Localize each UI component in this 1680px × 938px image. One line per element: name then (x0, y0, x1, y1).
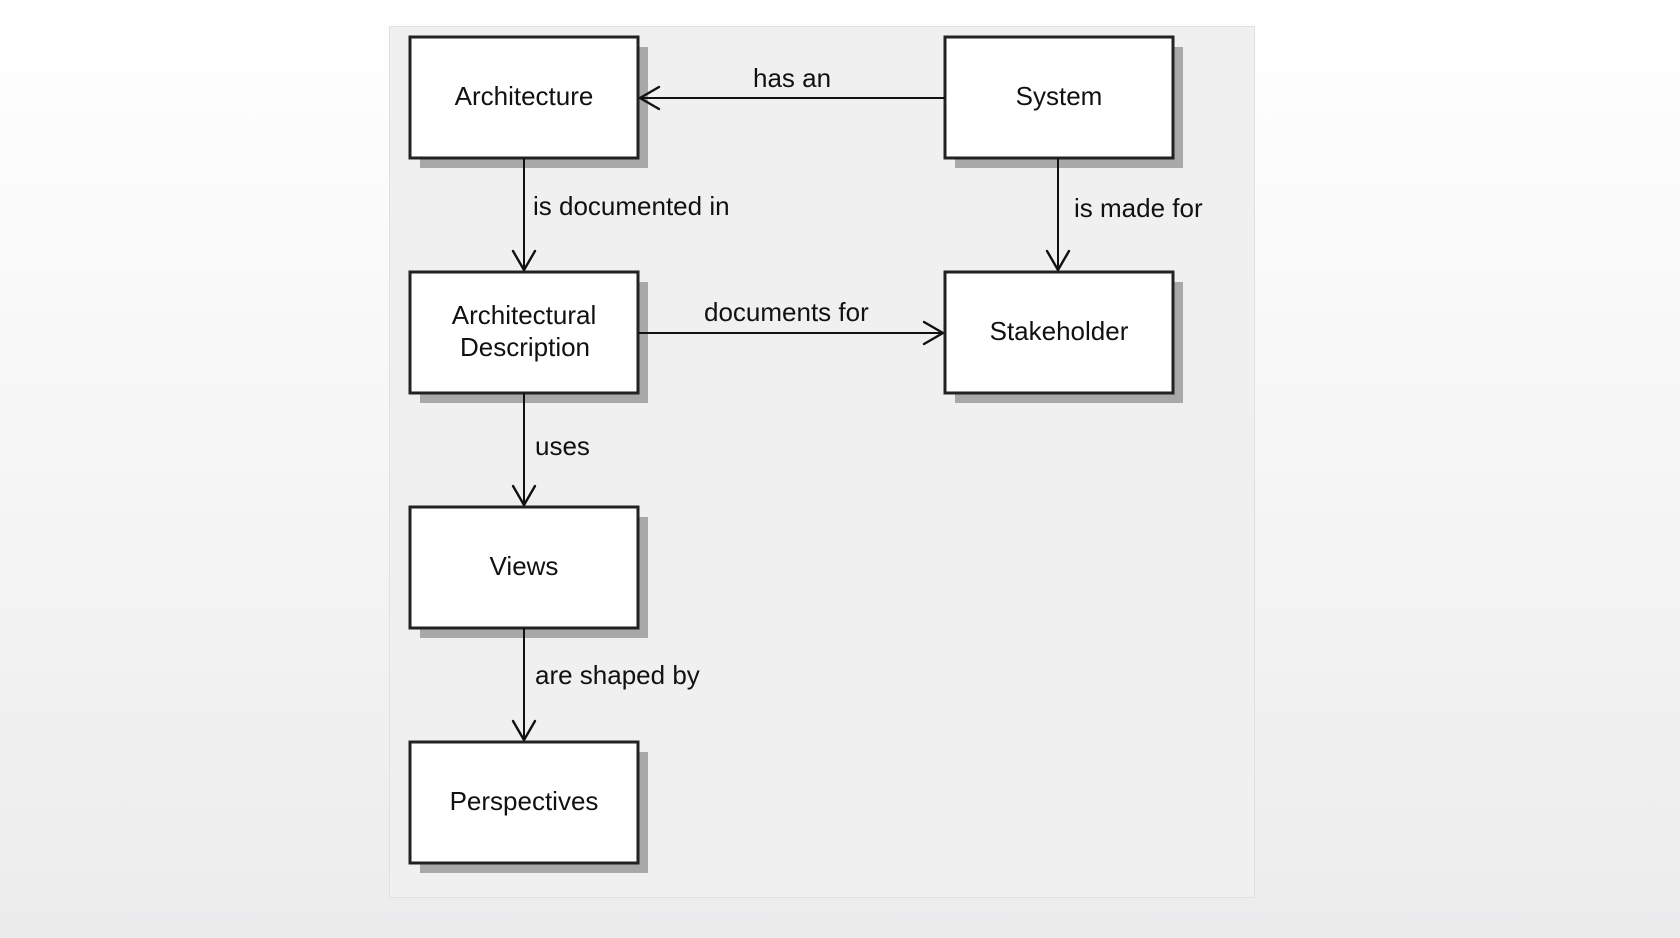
edge-are-shaped-by-label: are shaped by (535, 660, 700, 690)
edge-is-made-for-label: is made for (1074, 193, 1203, 223)
node-perspectives-box (408, 740, 640, 865)
edge-architecture-to-architectural-description: is documented in (511, 158, 730, 272)
edge-views-to-perspectives-arrowhead (511, 719, 537, 742)
edge-architectural-description-to-stakeholder: documents for (638, 297, 945, 346)
node-stakeholder-box (943, 270, 1175, 395)
edge-architectural-description-to-views: uses (511, 393, 590, 507)
edge-architectural-description-to-stakeholder-arrowhead (922, 320, 945, 346)
node-perspectives: Perspectives (408, 740, 648, 873)
edge-views-to-perspectives: are shaped by (511, 628, 700, 742)
node-views-label: Views (490, 551, 559, 581)
node-architecture: Architecture (408, 35, 648, 168)
node-system: System (943, 35, 1183, 168)
node-perspectives-label: Perspectives (450, 786, 599, 816)
edge-architecture-to-architectural-description-arrowhead (511, 249, 537, 272)
edge-system-to-stakeholder: is made for (1045, 158, 1203, 272)
edge-architectural-description-to-views-arrowhead (511, 484, 537, 507)
edge-system-to-architecture: has an (638, 63, 945, 111)
edge-uses-label: uses (535, 431, 590, 461)
node-architectural-description-label-line-1: Architectural (452, 300, 597, 330)
node-system-label: System (1016, 81, 1103, 111)
edge-system-to-architecture-arrowhead (638, 85, 661, 111)
node-stakeholder-label: Stakeholder (990, 316, 1129, 346)
node-architectural-description-label-line-2: Description (460, 332, 590, 362)
node-architecture-box (408, 35, 640, 160)
node-system-box (943, 35, 1175, 160)
edge-system-to-stakeholder-arrowhead (1045, 249, 1071, 272)
node-architectural-description: Architectural Description (408, 270, 648, 403)
edge-has-an-label: has an (753, 63, 831, 93)
edge-documents-for-label: documents for (704, 297, 869, 327)
node-architecture-label: Architecture (455, 81, 594, 111)
node-stakeholder: Stakeholder (943, 270, 1183, 403)
edge-is-documented-in-label: is documented in (533, 191, 730, 221)
node-views: Views (408, 505, 648, 638)
